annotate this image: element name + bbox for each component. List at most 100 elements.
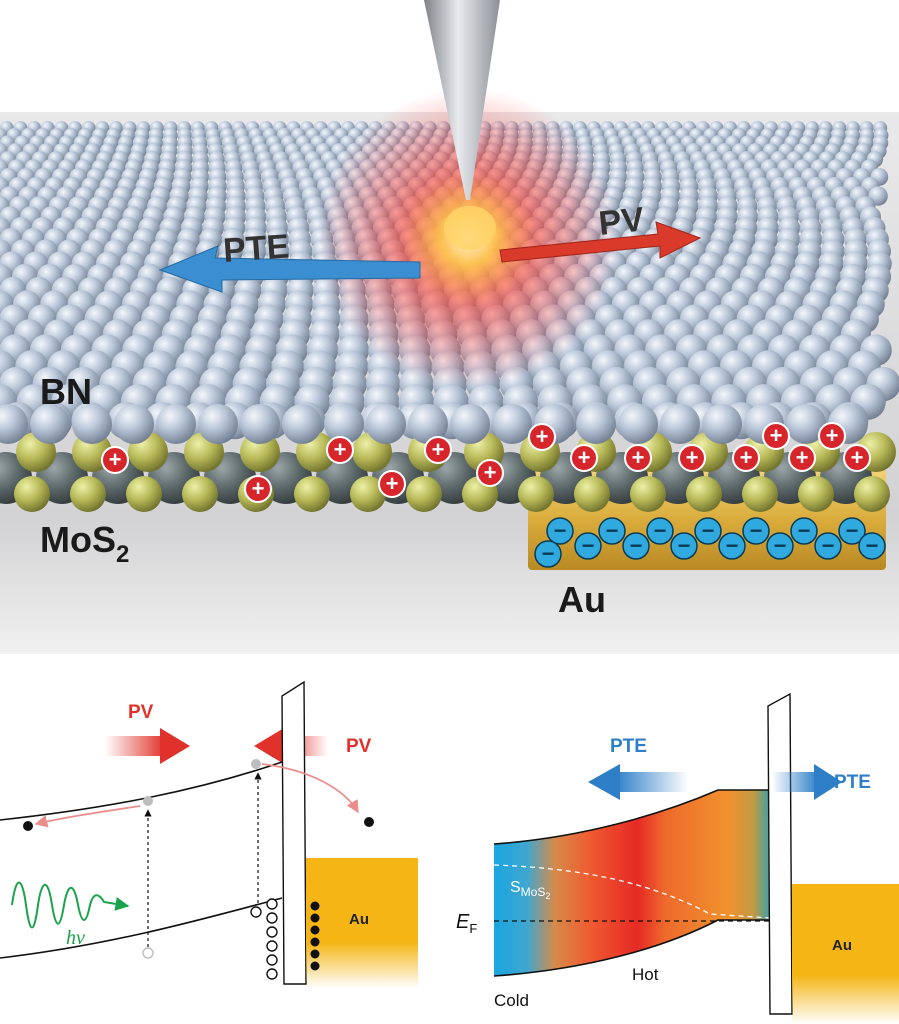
svg-text:−: −	[678, 533, 691, 558]
au-electron	[310, 913, 320, 923]
au-label-left: Au	[349, 911, 369, 928]
conduction-band-right	[493, 789, 770, 845]
au-block-left	[306, 858, 418, 988]
pte-arrow-right-head	[814, 764, 842, 800]
svg-text:+: +	[536, 424, 549, 449]
hole-charge: +	[843, 444, 871, 472]
au-electron	[310, 961, 320, 971]
svg-text:+: +	[432, 437, 445, 462]
bn-atom	[114, 404, 154, 444]
hole-charge: +	[678, 444, 706, 472]
svg-text:−: −	[798, 518, 811, 543]
electron-charge: −	[694, 517, 722, 545]
pv-arrow-right-head	[254, 728, 284, 764]
schottky-barrier-left	[281, 680, 307, 985]
s-atom	[798, 476, 834, 512]
au-label-right: Au	[832, 937, 852, 954]
accumulated-hole	[266, 968, 278, 980]
cold-label: Cold	[494, 991, 529, 1010]
electron-charge: −	[742, 517, 770, 545]
svg-text:+: +	[632, 445, 645, 470]
hot-label: Hot	[632, 965, 659, 984]
electron-charge: −	[670, 532, 698, 560]
s-atom	[182, 476, 218, 512]
electron-charge: −	[534, 540, 562, 568]
hole-stack	[250, 898, 278, 980]
s-atom	[14, 476, 50, 512]
bn-atom	[408, 404, 448, 444]
bn-atom	[450, 404, 490, 444]
accumulated-hole	[266, 912, 278, 924]
hole-charge: +	[762, 422, 790, 450]
electron-charge: −	[598, 517, 626, 545]
s-atom	[240, 432, 280, 472]
seebeck-curve	[493, 864, 771, 919]
electron-charge: −	[766, 532, 794, 560]
bn-atom	[30, 404, 70, 444]
svg-text:−: −	[630, 533, 643, 558]
photon-wave	[11, 881, 130, 929]
s-atom	[406, 476, 442, 512]
svg-text:+: +	[578, 445, 591, 470]
svg-text:+: +	[796, 445, 809, 470]
hole-charge: +	[424, 436, 452, 464]
electron-charge: −	[646, 517, 674, 545]
bn-atom	[72, 404, 112, 444]
electron-charge: −	[814, 532, 842, 560]
svg-text:+: +	[851, 445, 864, 470]
pv-label-left: PV	[128, 702, 154, 723]
bn-atom	[240, 404, 280, 444]
pte-arrow-right-shaft	[772, 772, 818, 792]
pv-arrow-left-head	[160, 728, 190, 764]
electron-charge: −	[574, 532, 602, 560]
svg-text:+: +	[686, 445, 699, 470]
svg-text:−: −	[726, 533, 739, 558]
electron-charge: −	[622, 532, 650, 560]
hole-charge: +	[101, 446, 129, 474]
fermi-level-label: EF	[456, 911, 477, 936]
pte-label-top: PTE	[222, 227, 291, 270]
bn-label: BN	[40, 371, 92, 412]
au-electron	[310, 901, 320, 911]
top-panel: PTE PV +++++++++++++++ −−−−−−−−−−−−−−− B…	[0, 0, 899, 654]
electron-charge: −	[838, 517, 866, 545]
hole-charge: +	[788, 444, 816, 472]
pte-band-diagram: Au PTE PTE SMoS2 EF Cold Hot	[456, 692, 899, 1024]
hole-charge: +	[476, 459, 504, 487]
bn-atom	[366, 404, 406, 444]
pv-arrow-left-shaft	[105, 736, 165, 756]
bn-atom	[786, 404, 826, 444]
pte-arrow-left-head	[588, 764, 620, 800]
s-atom	[630, 476, 666, 512]
seebeck-label: SMoS2	[510, 879, 550, 901]
s-atom	[518, 476, 554, 512]
pte-label-left: PTE	[610, 736, 647, 757]
pte-label-right: PTE	[834, 772, 871, 793]
s-atom	[574, 476, 610, 512]
photon-label: hν	[66, 927, 85, 949]
svg-text:−: −	[702, 518, 715, 543]
hole-charge: +	[326, 436, 354, 464]
svg-text:+: +	[109, 447, 122, 472]
s-atom	[742, 476, 778, 512]
svg-text:−: −	[774, 533, 787, 558]
au-block-right	[792, 884, 899, 1024]
probe-tip-spot	[444, 206, 496, 250]
hole-charge: +	[378, 470, 406, 498]
bn-atom	[492, 404, 532, 444]
s-atom	[686, 476, 722, 512]
hole-charge: +	[818, 422, 846, 450]
svg-text:+: +	[386, 471, 399, 496]
bn-atom	[198, 404, 238, 444]
svg-text:+: +	[740, 445, 753, 470]
pv-label-right: PV	[346, 736, 372, 757]
pv-arrow-top: PV	[499, 200, 702, 263]
svg-text:+: +	[770, 423, 783, 448]
conduction-band-left	[0, 761, 283, 821]
svg-text:−: −	[554, 518, 567, 543]
svg-text:+: +	[484, 460, 497, 485]
hole-charge: +	[244, 475, 272, 503]
svg-text:−: −	[542, 541, 555, 566]
accumulated-hole	[266, 940, 278, 952]
